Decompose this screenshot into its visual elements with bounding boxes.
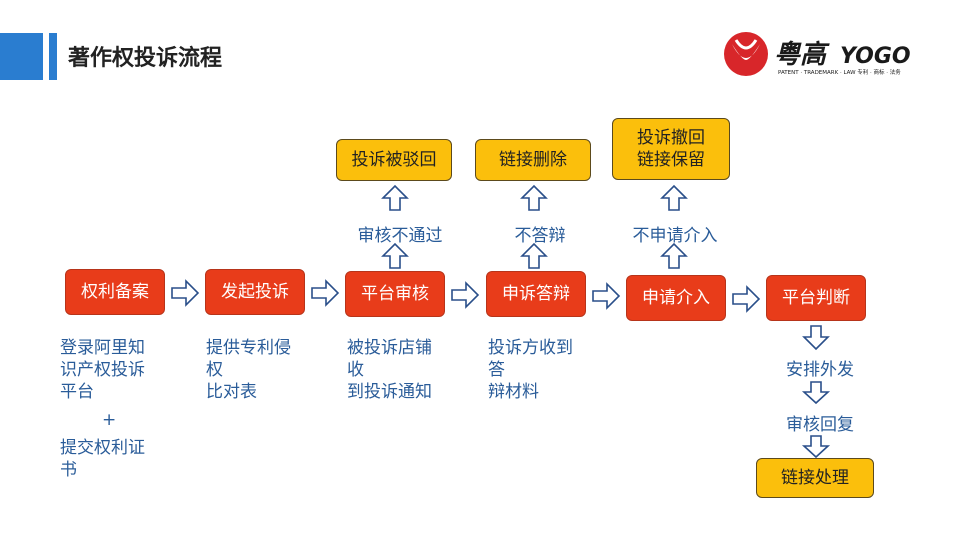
step-platform-review: 平台审核 [345, 271, 445, 317]
header-accent-bar [0, 33, 43, 80]
note-line: 收 [347, 360, 364, 380]
label-review-reply: 审核回复 [786, 415, 854, 435]
outcome-withdrawn: 投诉撤回 链接保留 [612, 118, 730, 180]
note-line: 登录阿里知 [60, 338, 145, 358]
note-line: 辩材料 [488, 382, 539, 402]
outcome-withdrawn-line2: 链接保留 [637, 150, 705, 170]
note-line: 提供专利侵 [206, 338, 291, 358]
step-platform-judgment: 平台判断 [766, 275, 866, 321]
note-rights-record: 登录阿里知 识产权投诉 平台 + 提交权利证 书 [60, 337, 145, 481]
note-line: 比对表 [206, 382, 257, 402]
note-line: 投诉方收到 [488, 338, 573, 358]
note-line: 平台 [60, 382, 94, 402]
arrow-right-icon [171, 279, 200, 307]
step-file-complaint: 发起投诉 [205, 269, 305, 315]
note-line: 被投诉店铺 [347, 338, 432, 358]
outcome-link-deleted: 链接删除 [475, 139, 591, 181]
note-line: + [102, 410, 117, 430]
note-appeal: 投诉方收到 答 辩材料 [488, 337, 573, 403]
note-line: 权 [206, 360, 223, 380]
note-line: 答 [488, 360, 505, 380]
label-arrange-dispatch: 安排外发 [786, 360, 854, 380]
outcome-link-handled: 链接处理 [756, 458, 874, 498]
arrow-up-icon [520, 242, 548, 269]
step-rights-record: 权利备案 [65, 269, 165, 315]
outcome-rejected: 投诉被驳回 [336, 139, 452, 181]
note-line: 识产权投诉 [60, 360, 145, 380]
arrow-up-icon [520, 184, 548, 211]
arrow-up-icon [381, 242, 409, 269]
arrow-down-icon [801, 435, 831, 459]
note-line: 书 [60, 460, 77, 480]
arrow-down-icon [802, 325, 830, 351]
note-line: 提交权利证 [60, 438, 145, 458]
outcome-withdrawn-line1: 投诉撤回 [637, 128, 705, 148]
label-no-intervention: 不申请介入 [632, 226, 718, 246]
header-accent-stripe [49, 33, 57, 80]
step-appeal-defense: 申诉答辩 [486, 271, 586, 317]
brand-logo: 粤高 YOGO PATENT · TRADEMARK · LAW 专利 · 商标… [724, 32, 911, 76]
note-line: 到投诉通知 [347, 382, 432, 402]
note-review: 被投诉店铺 收 到投诉通知 [347, 337, 432, 403]
svg-text:粤高: 粤高 [774, 40, 830, 70]
arrow-up-icon [660, 242, 688, 269]
arrow-down-icon [801, 381, 831, 405]
arrow-right-icon [311, 279, 340, 307]
arrow-up-icon [660, 184, 688, 211]
page-title: 著作权投诉流程 [68, 46, 223, 71]
arrow-right-icon [592, 282, 621, 310]
note-complaint: 提供专利侵 权 比对表 [206, 337, 291, 403]
step-request-intervention: 申请介入 [626, 275, 726, 321]
label-no-reply: 不答辩 [514, 226, 566, 246]
svg-text:PATENT · TRADEMARK · LAW 专利 ·: PATENT · TRADEMARK · LAW 专利 · 商标 · 法务 [778, 68, 901, 76]
arrow-up-icon [381, 184, 409, 211]
arrow-right-icon [451, 281, 480, 309]
label-review-fail: 审核不通过 [357, 226, 443, 246]
svg-text:YOGO: YOGO [840, 44, 911, 69]
arrow-right-icon [732, 285, 761, 313]
